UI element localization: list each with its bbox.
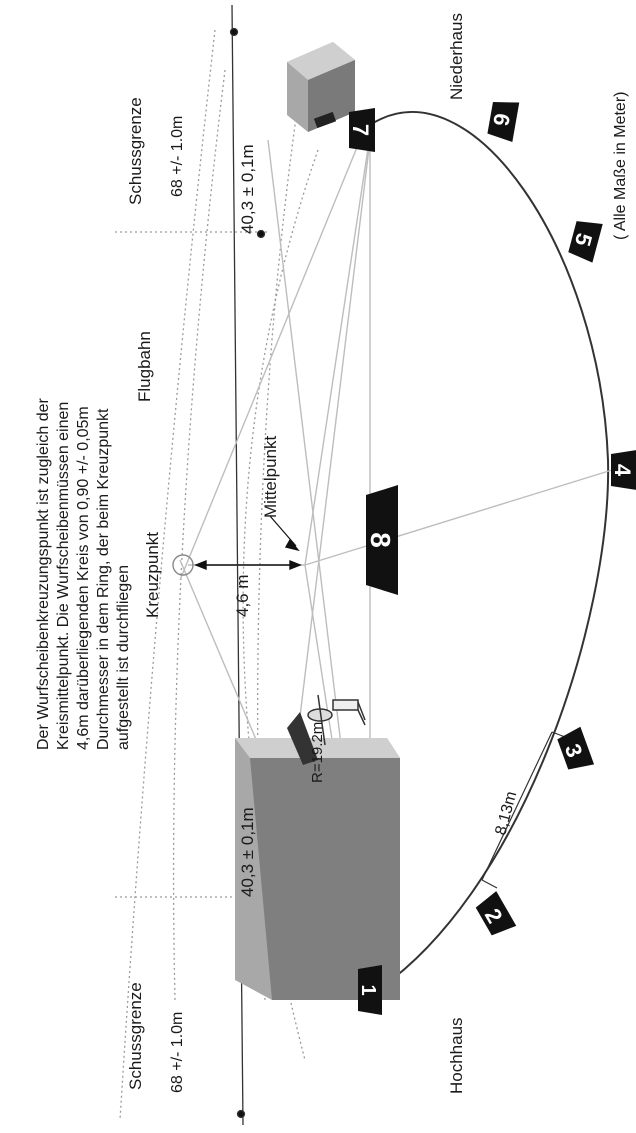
labels: Schussgrenze 68 +/- 1.0m 40,3 ± 0,1m ( A… (35, 13, 629, 1094)
chord-bracket (481, 731, 574, 889)
height-dimension (194, 515, 302, 571)
station-ring (369, 111, 610, 996)
distance-top: 40,3 ± 0,1m (238, 144, 257, 234)
station-4: 4 (610, 450, 636, 490)
distance-bottom: 40,3 ± 0,1m (238, 807, 257, 897)
station-8: 8 (365, 485, 398, 595)
station-3: 3 (557, 726, 595, 770)
dotted-arcs (115, 29, 319, 1121)
niederhaus-building (287, 42, 355, 132)
description-line-5: aufgestellt ist durchfliegen (115, 565, 132, 750)
station-6: 6 (487, 101, 520, 142)
hochhaus-label: Hochhaus (447, 1017, 466, 1094)
shooter-figure (307, 694, 366, 746)
range-bottom: 68 +/- 1.0m (169, 1012, 186, 1093)
description-line-3: 4,6m darüberliegenden Kreis von 0,90 +/-… (75, 406, 92, 750)
hochhaus-building (235, 712, 400, 1000)
schussgrenze-top: Schussgrenze (126, 97, 145, 205)
radius-label: R=19.2m (309, 722, 326, 783)
station-1: 1 (357, 965, 382, 1015)
description-block: Der Wurfscheibenkreuzungspunkt ist zugle… (35, 397, 132, 750)
station-1-number: 1 (357, 984, 379, 995)
shot-boundary-arc-outer (119, 29, 216, 1121)
station-8-number: 8 (365, 532, 396, 548)
flugbahn-label: Flugbahn (135, 331, 154, 402)
shot-boundary-arc-inner (172, 69, 226, 1001)
measure-note: ( Alle Maße in Meter) (612, 92, 629, 240)
station-7: 7 (348, 108, 375, 152)
range-top: 68 +/- 1.0m (169, 116, 186, 197)
description-line-1: Der Wurfscheibenkreuzungspunkt ist zugle… (35, 397, 52, 750)
station-6-number: 6 (488, 112, 515, 128)
station-4-number: 4 (610, 464, 635, 477)
description-line-2: Kreismittelpunkt. Die Wurfscheibenmüssen… (55, 402, 72, 750)
stations: 7 6 5 4 8 3 2 1 (348, 101, 636, 1015)
mittelpunkt-label: Mittelpunkt (261, 436, 280, 518)
chord-label: 8,13m (492, 790, 520, 837)
station-7-number: 7 (348, 124, 373, 136)
schussgrenze-bottom: Schussgrenze (126, 982, 145, 1090)
niederhaus-label: Niederhaus (447, 13, 466, 100)
flight-path-arc-a (242, 149, 319, 1061)
height-label: 4,6 m (233, 574, 252, 617)
kreuzpunkt-ring (172, 554, 194, 576)
station-2: 2 (475, 891, 517, 936)
station-5: 5 (568, 221, 603, 263)
kreuzpunkt-label: Kreuzpunkt (143, 532, 162, 618)
description-line-4: Durchmesser in dem Ring, der beim Kreuzp… (95, 408, 112, 750)
